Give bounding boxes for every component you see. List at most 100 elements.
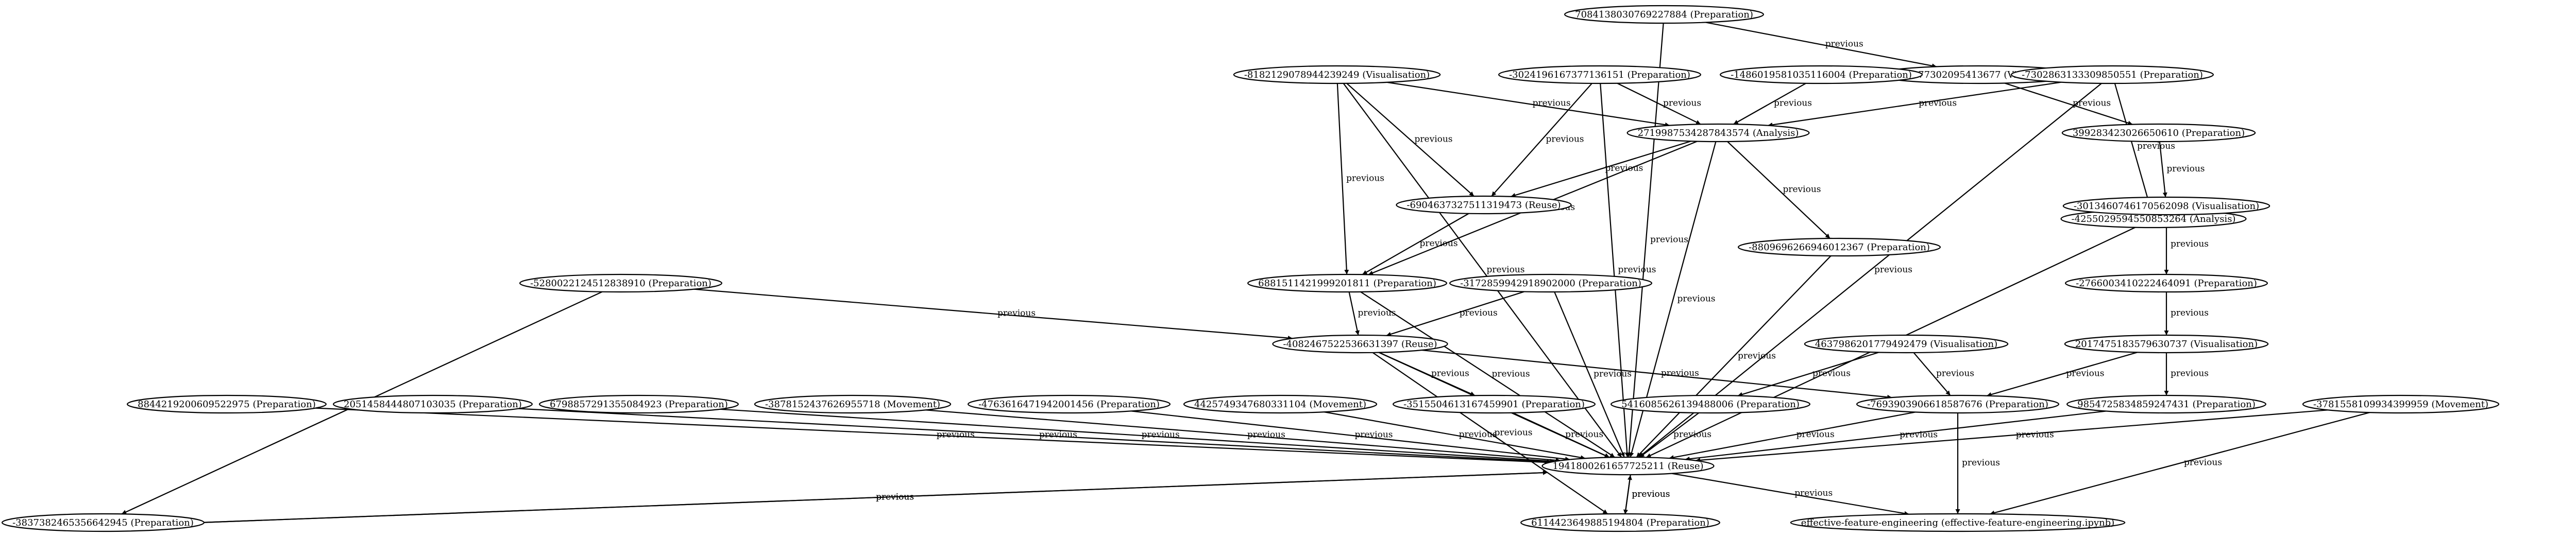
graph-edge: previous: [196, 470, 1548, 524]
edge-line: [1737, 352, 1879, 397]
graph-edge: previous: [1131, 410, 1570, 461]
edge-line: [1636, 255, 1832, 458]
graph-edge: previous: [2004, 82, 2133, 126]
edge-label: previous: [1794, 488, 1833, 498]
node-label: -3172859942918902000 (Preparation): [1460, 278, 1641, 289]
edge-label: previous: [1546, 134, 1584, 145]
node-ellipse: [2302, 394, 2500, 414]
edge-label: previous: [1565, 429, 1603, 440]
graph-node: -8809696266946012367 (Preparation): [1737, 237, 1941, 257]
node-ellipse: [1611, 394, 1810, 414]
graph-edge: previous: [694, 288, 1293, 340]
edge-label: previous: [1774, 98, 1812, 109]
edge-line: [1554, 291, 1625, 458]
node-label: 4637986201779492479 (Visualisation): [1815, 339, 1997, 350]
edge-label: previous: [1420, 238, 1458, 249]
graph-node: 399283423026650610 (Preparation): [2061, 123, 2256, 143]
node-ellipse: [1541, 456, 1715, 476]
node-ellipse: [1396, 195, 1572, 215]
node-label: 9854725834859247431 (Preparation): [2077, 399, 2256, 410]
node-label: -4255029594550853264 (Analysis): [2072, 214, 2236, 224]
graph-node: 2051458444807103035 (Preparation): [333, 394, 533, 414]
graph-edge: previous: [1685, 410, 2106, 461]
edge-line: [1360, 291, 1615, 458]
edge-line: [1336, 83, 1349, 275]
node-label: -8809696266946012367 (Preparation): [1749, 242, 1930, 253]
node-label: 5416085626139488006 (Preparation): [1621, 399, 1800, 410]
node-ellipse: [967, 394, 1171, 414]
edge-label: previous: [1783, 184, 1821, 195]
edge-label: previous: [1900, 429, 1938, 440]
edge-line: [694, 288, 1293, 340]
edge-line: [1324, 411, 1586, 460]
node-ellipse: [1564, 5, 1764, 24]
edge-line: [1990, 412, 2370, 515]
graph-edge: previous: [1990, 412, 2370, 515]
edge-label: previous: [1142, 429, 1180, 440]
node-label: -3013460746170562098 (Visualisation): [2074, 201, 2259, 212]
edge-label: previous: [1825, 39, 1863, 49]
graph-node: -3781558109934399959 (Movement): [2302, 394, 2500, 414]
graph-edge: previous: [1512, 412, 1610, 458]
graph-edge: previous: [1913, 352, 1974, 396]
node-label: 4425749347680331104 (Movement): [1194, 399, 1366, 410]
edge-line: [1624, 475, 1632, 515]
edge-label: previous: [1677, 294, 1716, 304]
graph-edge: previous: [1705, 22, 1937, 68]
edge-label: previous: [1460, 308, 1498, 318]
node-ellipse: [1233, 65, 1441, 84]
graph-node: -7693903906618587676 (Preparation): [1856, 394, 2060, 414]
graph-edge: previous: [1624, 475, 1670, 515]
graph-edge: previous: [1727, 141, 1831, 239]
edge-line: [1705, 22, 1937, 68]
graph-node: -3024196167377136151 (Preparation): [1498, 65, 1702, 84]
edge-label: previous: [1673, 429, 1711, 440]
node-ellipse: [539, 394, 739, 414]
edge-label: previous: [1632, 489, 1670, 499]
edge-label: previous: [1812, 369, 1851, 379]
graph-edge: previous: [1511, 141, 1691, 198]
graph-node: 4425749347680331104 (Movement): [1183, 394, 1378, 414]
graph-edge: previous: [518, 408, 1552, 464]
edge-line: [1669, 411, 1916, 460]
graph-edge: previous: [1346, 83, 1475, 197]
graph-edge: previous: [1733, 82, 1812, 125]
edge-label: previous: [2167, 164, 2205, 174]
edge-label: previous: [1354, 429, 1393, 440]
node-ellipse: [2066, 394, 2266, 414]
edge-label: previous: [1936, 369, 1974, 379]
edge-label: previous: [1247, 429, 1285, 440]
graph-edge: previous: [1343, 83, 1622, 458]
graph-node: -8182129078944239249 (Visualisation): [1233, 65, 1441, 84]
edge-line: [2004, 82, 2133, 126]
node-ellipse: [1790, 513, 2126, 532]
edge-label: previous: [1797, 429, 1835, 440]
edge-label: previous: [1459, 429, 1497, 440]
node-ellipse: [1247, 273, 1447, 293]
node-label: 2017475183579630737 (Visualisation): [2075, 339, 2258, 350]
edge-line: [720, 408, 1555, 464]
node-label: -1486019581035116004 (Preparation): [1731, 70, 1912, 80]
edge-line: [1346, 83, 1475, 197]
edge-label: previous: [1494, 427, 1532, 438]
graph-edge: previous: [1636, 255, 1832, 458]
graph-node: 5416085626139488006 (Preparation): [1611, 394, 1810, 414]
edge-label: previous: [1594, 369, 1632, 379]
edge-line: [1131, 410, 1570, 461]
edge-line: [1372, 352, 1608, 515]
node-label: -7302863133309850551 (Preparation): [2022, 70, 2203, 80]
node-ellipse: [2061, 123, 2256, 143]
node-ellipse: [2062, 196, 2270, 216]
edge-label: previous: [1039, 429, 1077, 440]
edge-line: [1695, 409, 2328, 463]
edge-line: [1491, 83, 1592, 197]
node-label: 1941800261657725211 (Reuse): [1552, 461, 1703, 472]
edge-label: previous: [1618, 265, 1656, 275]
edge-label: previous: [1962, 458, 2000, 468]
graph-edge: previous: [1987, 352, 2138, 397]
edge-label: previous: [1738, 351, 1776, 361]
edge-line: [1727, 141, 1831, 239]
node-ellipse: [1737, 237, 1941, 257]
edge-label: previous: [2137, 141, 2175, 151]
edge-line: [1386, 291, 1524, 337]
